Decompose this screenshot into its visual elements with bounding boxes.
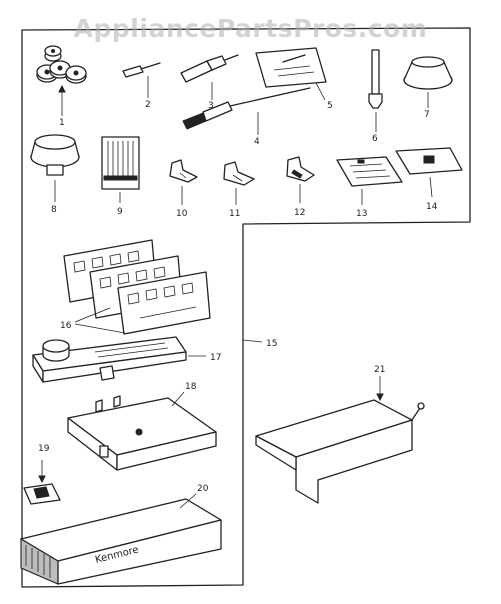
- part-5-needle-case: 5: [255, 47, 333, 111]
- part-4-brush: 4: [182, 87, 311, 147]
- part-19-small-foot: 19: [23, 444, 61, 505]
- label-17: 17: [210, 353, 221, 363]
- label-21: 21: [374, 365, 385, 375]
- label-20: 20: [197, 484, 209, 494]
- label-12: 12: [294, 208, 305, 218]
- part-6-spool-pin: 6: [368, 49, 383, 144]
- label-8: 8: [51, 205, 57, 215]
- label-7: 7: [424, 110, 430, 120]
- label-4: 4: [254, 137, 260, 147]
- part-16-stitch-cards: 16: [60, 239, 211, 335]
- label-19: 19: [38, 444, 50, 454]
- part-15-leader: 15: [242, 339, 277, 349]
- part-1-bobbins: 1: [36, 45, 87, 128]
- label-1: 1: [59, 118, 65, 128]
- part-8-spool-holder: 8: [30, 134, 80, 215]
- part-18-plate: 18: [67, 382, 217, 471]
- group-border: [21, 27, 471, 588]
- label-10: 10: [176, 209, 188, 219]
- label-6: 6: [372, 134, 378, 144]
- part-2-screwdriver: 2: [122, 62, 161, 110]
- part-13-buttonhole-foot: 13: [336, 156, 403, 219]
- part-9-needle-packet: 9: [101, 136, 140, 217]
- label-14: 14: [426, 202, 438, 212]
- part-17-attachment: 17: [32, 336, 221, 383]
- part-14-throat-plate: 14: [395, 147, 463, 212]
- label-5: 5: [327, 101, 333, 111]
- part-21-wedge: 21: [255, 365, 425, 504]
- label-2: 2: [145, 100, 151, 110]
- part-11-presser-foot: 11: [223, 161, 255, 219]
- label-3: 3: [208, 101, 214, 111]
- part-20-kenmore-box: Kenmore 20: [20, 484, 222, 585]
- label-16: 16: [60, 321, 72, 331]
- label-15: 15: [266, 339, 277, 349]
- label-13: 13: [356, 209, 367, 219]
- label-18: 18: [185, 382, 197, 392]
- label-11: 11: [229, 209, 240, 219]
- part-3-tool: 3: [180, 54, 239, 111]
- part-12-presser-foot: 12: [286, 156, 315, 218]
- label-9: 9: [117, 207, 123, 217]
- part-7-spool-cap: 7: [403, 56, 453, 120]
- part-10-presser-foot: 10: [169, 159, 198, 219]
